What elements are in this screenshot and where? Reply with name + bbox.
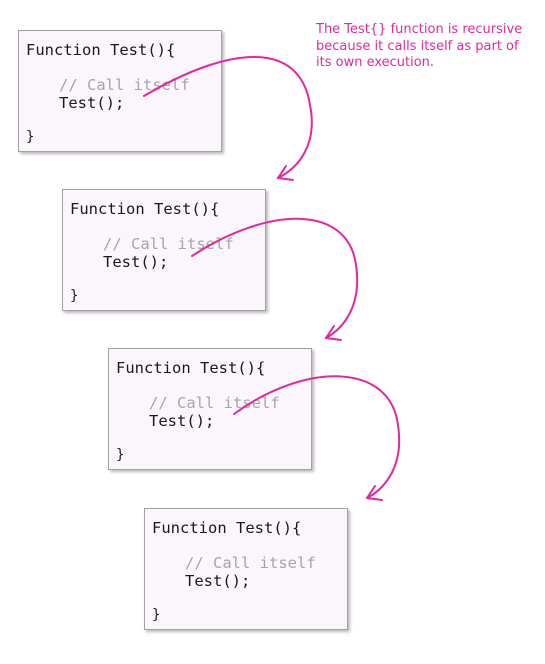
recursive-call: Test(); xyxy=(149,412,215,430)
code-box-1: Function Test(){ // Call itself Test(); … xyxy=(18,30,222,152)
code-box-3: Function Test(){ // Call itself Test(); … xyxy=(108,348,312,470)
code-box-4: Function Test(){ // Call itself Test(); … xyxy=(144,508,348,630)
explanation-caption: The Test{} function is recursive because… xyxy=(316,22,523,70)
arrowhead-2 xyxy=(325,325,342,341)
arrowhead-3 xyxy=(366,485,383,501)
recursive-call: Test(); xyxy=(185,572,251,590)
closing-brace: } xyxy=(152,607,161,623)
arrowhead-1 xyxy=(277,165,294,181)
recursion-arrow-1 xyxy=(143,56,313,179)
code-comment: // Call itself xyxy=(185,554,316,572)
recursion-arrow-2 xyxy=(191,217,359,339)
function-header: Function Test(){ xyxy=(116,359,266,377)
recursion-arrow-3 xyxy=(233,375,401,499)
function-header: Function Test(){ xyxy=(26,41,176,59)
closing-brace: } xyxy=(116,447,125,463)
function-header: Function Test(){ xyxy=(70,200,220,218)
code-box-2: Function Test(){ // Call itself Test(); … xyxy=(62,189,266,311)
closing-brace: } xyxy=(26,129,35,145)
recursive-call: Test(); xyxy=(59,94,125,112)
closing-brace: } xyxy=(70,288,79,304)
recursive-call: Test(); xyxy=(103,253,169,271)
function-header: Function Test(){ xyxy=(152,519,302,537)
